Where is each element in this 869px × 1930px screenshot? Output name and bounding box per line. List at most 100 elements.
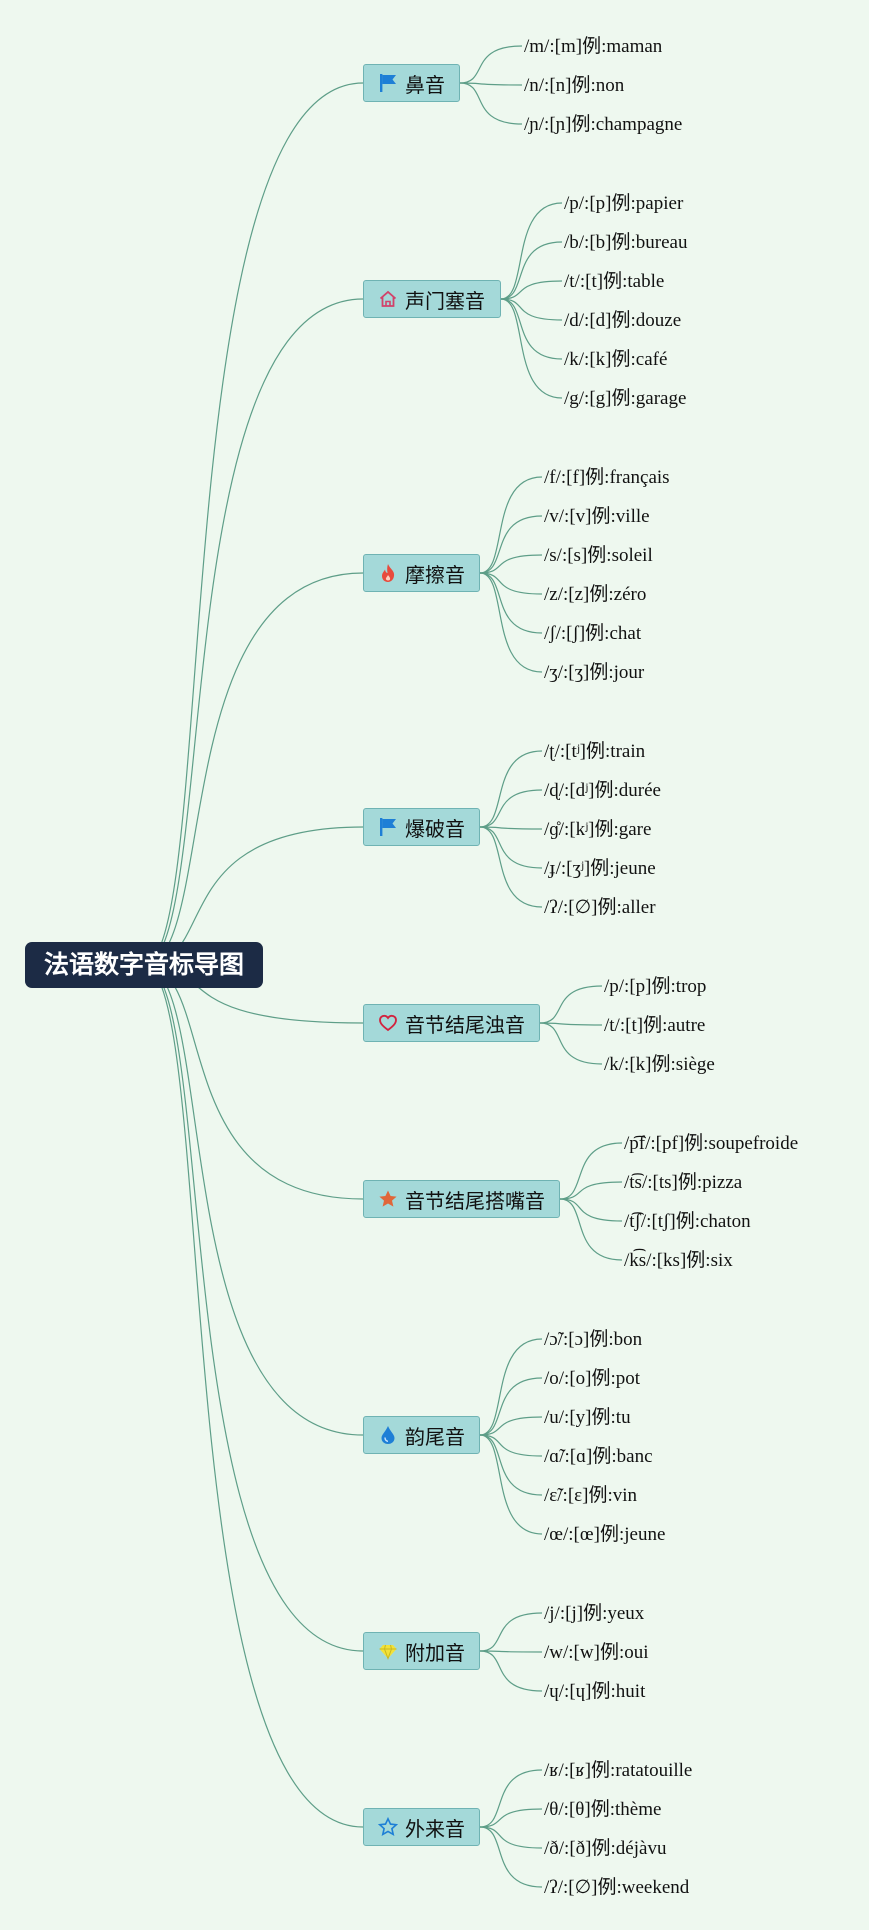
branch-label: 韵尾音 xyxy=(405,1424,465,1449)
phonetic-item[interactable]: /w/:[w]例:oui xyxy=(544,1641,649,1663)
branch-leaf-connector xyxy=(479,750,543,828)
root-topic[interactable]: 法语数字音标导图 xyxy=(25,942,263,988)
phonetic-item[interactable]: /p/:[p]例:papier xyxy=(564,192,684,214)
phonetic-symbol: /œ/:[œ] xyxy=(544,1524,600,1545)
phonetic-item[interactable]: /ð/:[ð]例:déjàvu xyxy=(544,1837,667,1859)
phonetic-item[interactable]: /œ/:[œ]例:jeune xyxy=(544,1523,666,1545)
phonetic-symbol: /θ/:[θ] xyxy=(544,1799,591,1820)
branch-topic[interactable]: 摩擦音 xyxy=(363,554,480,592)
phonetic-item[interactable]: /ɲ/:[ɲ]例:champagne xyxy=(524,113,683,135)
example-marker: 例 xyxy=(590,1798,610,1820)
example-marker: 例 xyxy=(591,1367,611,1389)
example-word: garage xyxy=(635,388,687,409)
phonetic-symbol: /ɥ/:[ɥ] xyxy=(544,1681,592,1702)
example-marker: 例 xyxy=(603,270,623,292)
phonetic-symbol: /ɑ̃/:[ɑ] xyxy=(544,1446,593,1467)
phonetic-symbol: /v/:[v] xyxy=(544,506,592,527)
branch-topic[interactable]: 附加音 xyxy=(363,1632,480,1670)
example-marker: 例 xyxy=(594,818,614,840)
example-word: maman xyxy=(606,36,663,57)
phonetic-item[interactable]: /k/:[k]例:siège xyxy=(604,1053,715,1075)
phonetic-item[interactable]: /ʔ/:[∅]例:aller xyxy=(544,896,656,918)
phonetic-item[interactable]: /v/:[v]例:ville xyxy=(544,505,650,527)
branch-leaf-connector xyxy=(479,826,543,908)
branch-label: 外来音 xyxy=(405,1816,465,1841)
phonetic-item[interactable]: /t/:[t]例:autre xyxy=(604,1014,706,1036)
phonetic-symbol: /ɖ/:[dʲ] xyxy=(544,780,595,801)
phonetic-item[interactable]: /b/:[b]例:bureau xyxy=(564,231,688,253)
branch-topic[interactable]: 音节结尾浊音 xyxy=(363,1004,540,1042)
example-marker: 例 xyxy=(591,1759,611,1781)
phonetic-item[interactable]: /t/:[t]例:table xyxy=(564,270,665,292)
phonetic-item[interactable]: /ʈ/:[tʲ]例:train xyxy=(544,740,646,762)
example-word: café xyxy=(635,349,668,370)
example-marker: 例 xyxy=(677,1171,697,1193)
phonetic-symbol: /p/:[p] xyxy=(604,976,652,997)
example-marker: 例 xyxy=(583,1602,603,1624)
example-marker: 例 xyxy=(611,309,631,331)
phonetic-item[interactable]: /ʃ/:[ʃ]例:chat xyxy=(544,622,642,644)
phonetic-item[interactable]: /u/:[y]例:tu xyxy=(544,1406,631,1428)
phonetic-symbol: /ʁ/:[ʁ] xyxy=(544,1760,592,1781)
house-icon xyxy=(378,289,398,309)
phonetic-item[interactable]: /ɟ/:[ʒʲ]例:jeune xyxy=(544,857,656,879)
phonetic-item[interactable]: /ʁ/:[ʁ]例:ratatouille xyxy=(544,1759,693,1781)
phonetic-item[interactable]: /s/:[s]例:soleil xyxy=(544,544,653,566)
branch-leaf-connector xyxy=(500,298,563,399)
phonetic-item[interactable]: /ʒ/:[ʒ]例:jour xyxy=(544,661,645,683)
root-branch-connector xyxy=(142,82,364,966)
example-marker: 例 xyxy=(592,1445,612,1467)
phonetic-item[interactable]: /ɔ̃/:[ɔ]例:bon xyxy=(544,1328,643,1350)
phonetic-symbol: /ð/:[ð] xyxy=(544,1838,592,1859)
phonetic-item[interactable]: /ɑ̃/:[ɑ]例:banc xyxy=(544,1445,653,1467)
phonetic-item[interactable]: /g/:[g]例:garage xyxy=(564,387,687,409)
phonetic-item[interactable]: /n/:[n]例:non xyxy=(524,74,625,96)
example-word: bon xyxy=(613,1329,643,1350)
example-marker: 例 xyxy=(589,583,609,605)
example-marker: 例 xyxy=(651,1053,671,1075)
branch-leaf-connector xyxy=(479,476,543,574)
phonetic-item[interactable]: /j/:[j]例:yeux xyxy=(544,1602,645,1624)
branch-topic[interactable]: 爆破音 xyxy=(363,808,480,846)
phonetic-item[interactable]: /ɛ̃/:[ɛ]例:vin xyxy=(544,1484,638,1506)
phonetic-item[interactable]: /t͡s/:[ts]例:pizza xyxy=(624,1171,743,1193)
branch-leaf-connector xyxy=(559,1198,623,1222)
phonetic-symbol: /p͡f/:[pf] xyxy=(624,1133,685,1154)
example-word: autre xyxy=(667,1015,706,1036)
branch-topic[interactable]: 音节结尾搭嘴音 xyxy=(363,1180,560,1218)
branch-label: 摩擦音 xyxy=(405,562,465,587)
phonetic-item[interactable]: /p/:[p]例:trop xyxy=(604,975,707,997)
phonetic-item[interactable]: /p͡f/:[pf]例:soupefroide xyxy=(624,1132,799,1154)
example-word: zéro xyxy=(613,584,647,605)
branch-leaf-connector xyxy=(479,515,543,574)
root-branch-connector xyxy=(142,964,364,1828)
phonetic-item[interactable]: /t͡ʃ/:[tʃ]例:chaton xyxy=(624,1210,751,1232)
phonetic-item[interactable]: /θ/:[θ]例:thème xyxy=(544,1798,662,1820)
phonetic-item[interactable]: /ɖ/:[dʲ]例:durée xyxy=(544,779,661,801)
flag-icon xyxy=(378,73,398,93)
example-marker: 例 xyxy=(599,1523,619,1545)
branch-leaf-connector xyxy=(559,1142,623,1200)
phonetic-item[interactable]: /k͡s/:[ks]例:six xyxy=(624,1249,733,1271)
phonetic-item[interactable]: /ɡ̊/:[kʲ]例:gare xyxy=(544,818,652,840)
phonetic-item[interactable]: /z/:[z]例:zéro xyxy=(544,583,647,605)
phonetic-item[interactable]: /ʔ/:[∅]例:weekend xyxy=(544,1876,690,1898)
example-marker: 例 xyxy=(588,1484,608,1506)
example-word: vin xyxy=(612,1485,638,1506)
phonetic-item[interactable]: /d/:[d]例:douze xyxy=(564,309,682,331)
example-word: soupefroide xyxy=(708,1133,799,1154)
root-branch-connector xyxy=(142,298,364,966)
phonetic-item[interactable]: /k/:[k]例:café xyxy=(564,348,668,370)
branch-topic[interactable]: 鼻音 xyxy=(363,64,460,102)
branch-topic[interactable]: 韵尾音 xyxy=(363,1416,480,1454)
phonetic-item[interactable]: /m/:[m]例:maman xyxy=(524,35,663,57)
phonetic-item[interactable]: /ɥ/:[ɥ]例:huit xyxy=(544,1680,646,1702)
branch-topic[interactable]: 声门塞音 xyxy=(363,280,501,318)
branch-leaf-connector xyxy=(479,572,543,673)
branch-leaf-connector xyxy=(559,1198,623,1261)
branch-topic[interactable]: 外来音 xyxy=(363,1808,480,1846)
branch-leaf-connector xyxy=(500,298,563,360)
phonetic-symbol: /ɲ/:[ɲ] xyxy=(524,114,572,135)
phonetic-item[interactable]: /f/:[f]例:français xyxy=(544,466,670,488)
phonetic-item[interactable]: /o/:[o]例:pot xyxy=(544,1367,641,1389)
